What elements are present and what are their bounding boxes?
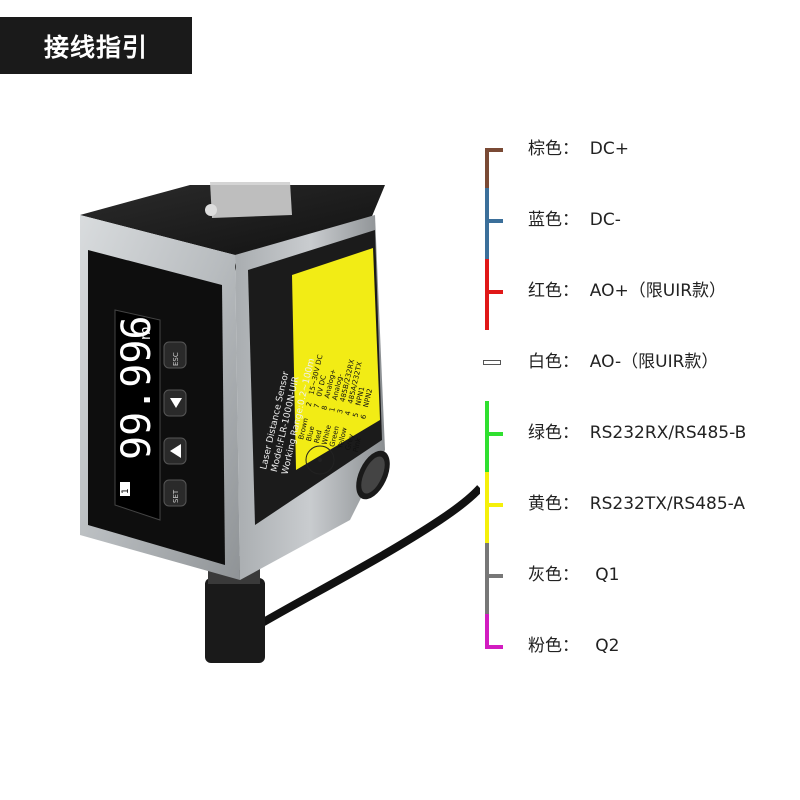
wire-line (485, 258, 489, 330)
sticker-wire-num: 3 (336, 408, 345, 414)
sticker-wire-num: 4 (344, 410, 353, 417)
wire-label: 蓝色： DC- (528, 210, 621, 230)
oled-display (114, 309, 161, 521)
display-small: 1 (121, 488, 131, 494)
laser-sensor-image: 99.996 m 1 ESC SET Laser Distance Sensor… (80, 182, 480, 663)
wire-label: 粉色： Q2 (528, 636, 620, 656)
wire-tick (485, 645, 503, 649)
set-button: SET (163, 479, 187, 507)
display-unit: m (138, 326, 154, 340)
sticker-wire-num: 7 (313, 403, 322, 409)
wire-line (485, 400, 489, 472)
wire-tick (485, 219, 503, 223)
wire-line (485, 329, 489, 401)
sticker-wire-num: 2 (305, 401, 314, 407)
wire-tick (485, 148, 503, 152)
sticker-wire-color: Grey (344, 433, 356, 451)
wire-tick (485, 290, 503, 294)
left-button (163, 437, 187, 465)
down-button (163, 389, 187, 417)
sticker-wire-color: Blue (305, 425, 316, 442)
cable (247, 485, 480, 634)
wire-tick (485, 574, 503, 578)
wire-label: 红色： AO+（限UIR款） (528, 281, 727, 301)
sticker-wire-color: Pink (352, 436, 363, 453)
wire-line (485, 471, 489, 543)
svg-text:SET: SET (172, 489, 180, 503)
sticker-wire-color: Red (313, 429, 324, 444)
sticker-wire-num: 5 (352, 412, 361, 418)
sticker-wire-num: 1 (328, 407, 337, 413)
wire-label: 绿色： RS232RX/RS485-B (528, 423, 747, 443)
wire-legend: 棕色： DC+ 蓝色： DC- 红色： AO+（限UIR款） 白色： AO-（限UIR… (480, 139, 800, 660)
wire-tick (485, 503, 503, 507)
page-title: 接线指引 (43, 32, 148, 62)
title-banner: 接线指引 (0, 17, 192, 74)
wire-label: 黄色： RS232TX/RS485-A (528, 494, 746, 514)
wire-line (485, 542, 489, 614)
esc-button: ESC (163, 341, 187, 369)
wire-label: 白色： AO-（限UIR款） (528, 352, 719, 372)
wire-tick (485, 432, 503, 436)
wire-label: 灰色： Q1 (528, 565, 620, 585)
svg-text:ESC: ESC (172, 352, 180, 366)
display-reading: 99.996 (114, 316, 160, 461)
wire-label: 棕色： DC+ (528, 139, 630, 159)
wiring-sticker (292, 248, 380, 470)
wire-line (485, 613, 489, 649)
sticker-wire-num: 8 (320, 405, 329, 411)
wire-tick (483, 360, 501, 365)
wire-line (485, 148, 489, 188)
sticker-wire-num: 6 (359, 413, 368, 420)
wire-line (485, 187, 489, 259)
